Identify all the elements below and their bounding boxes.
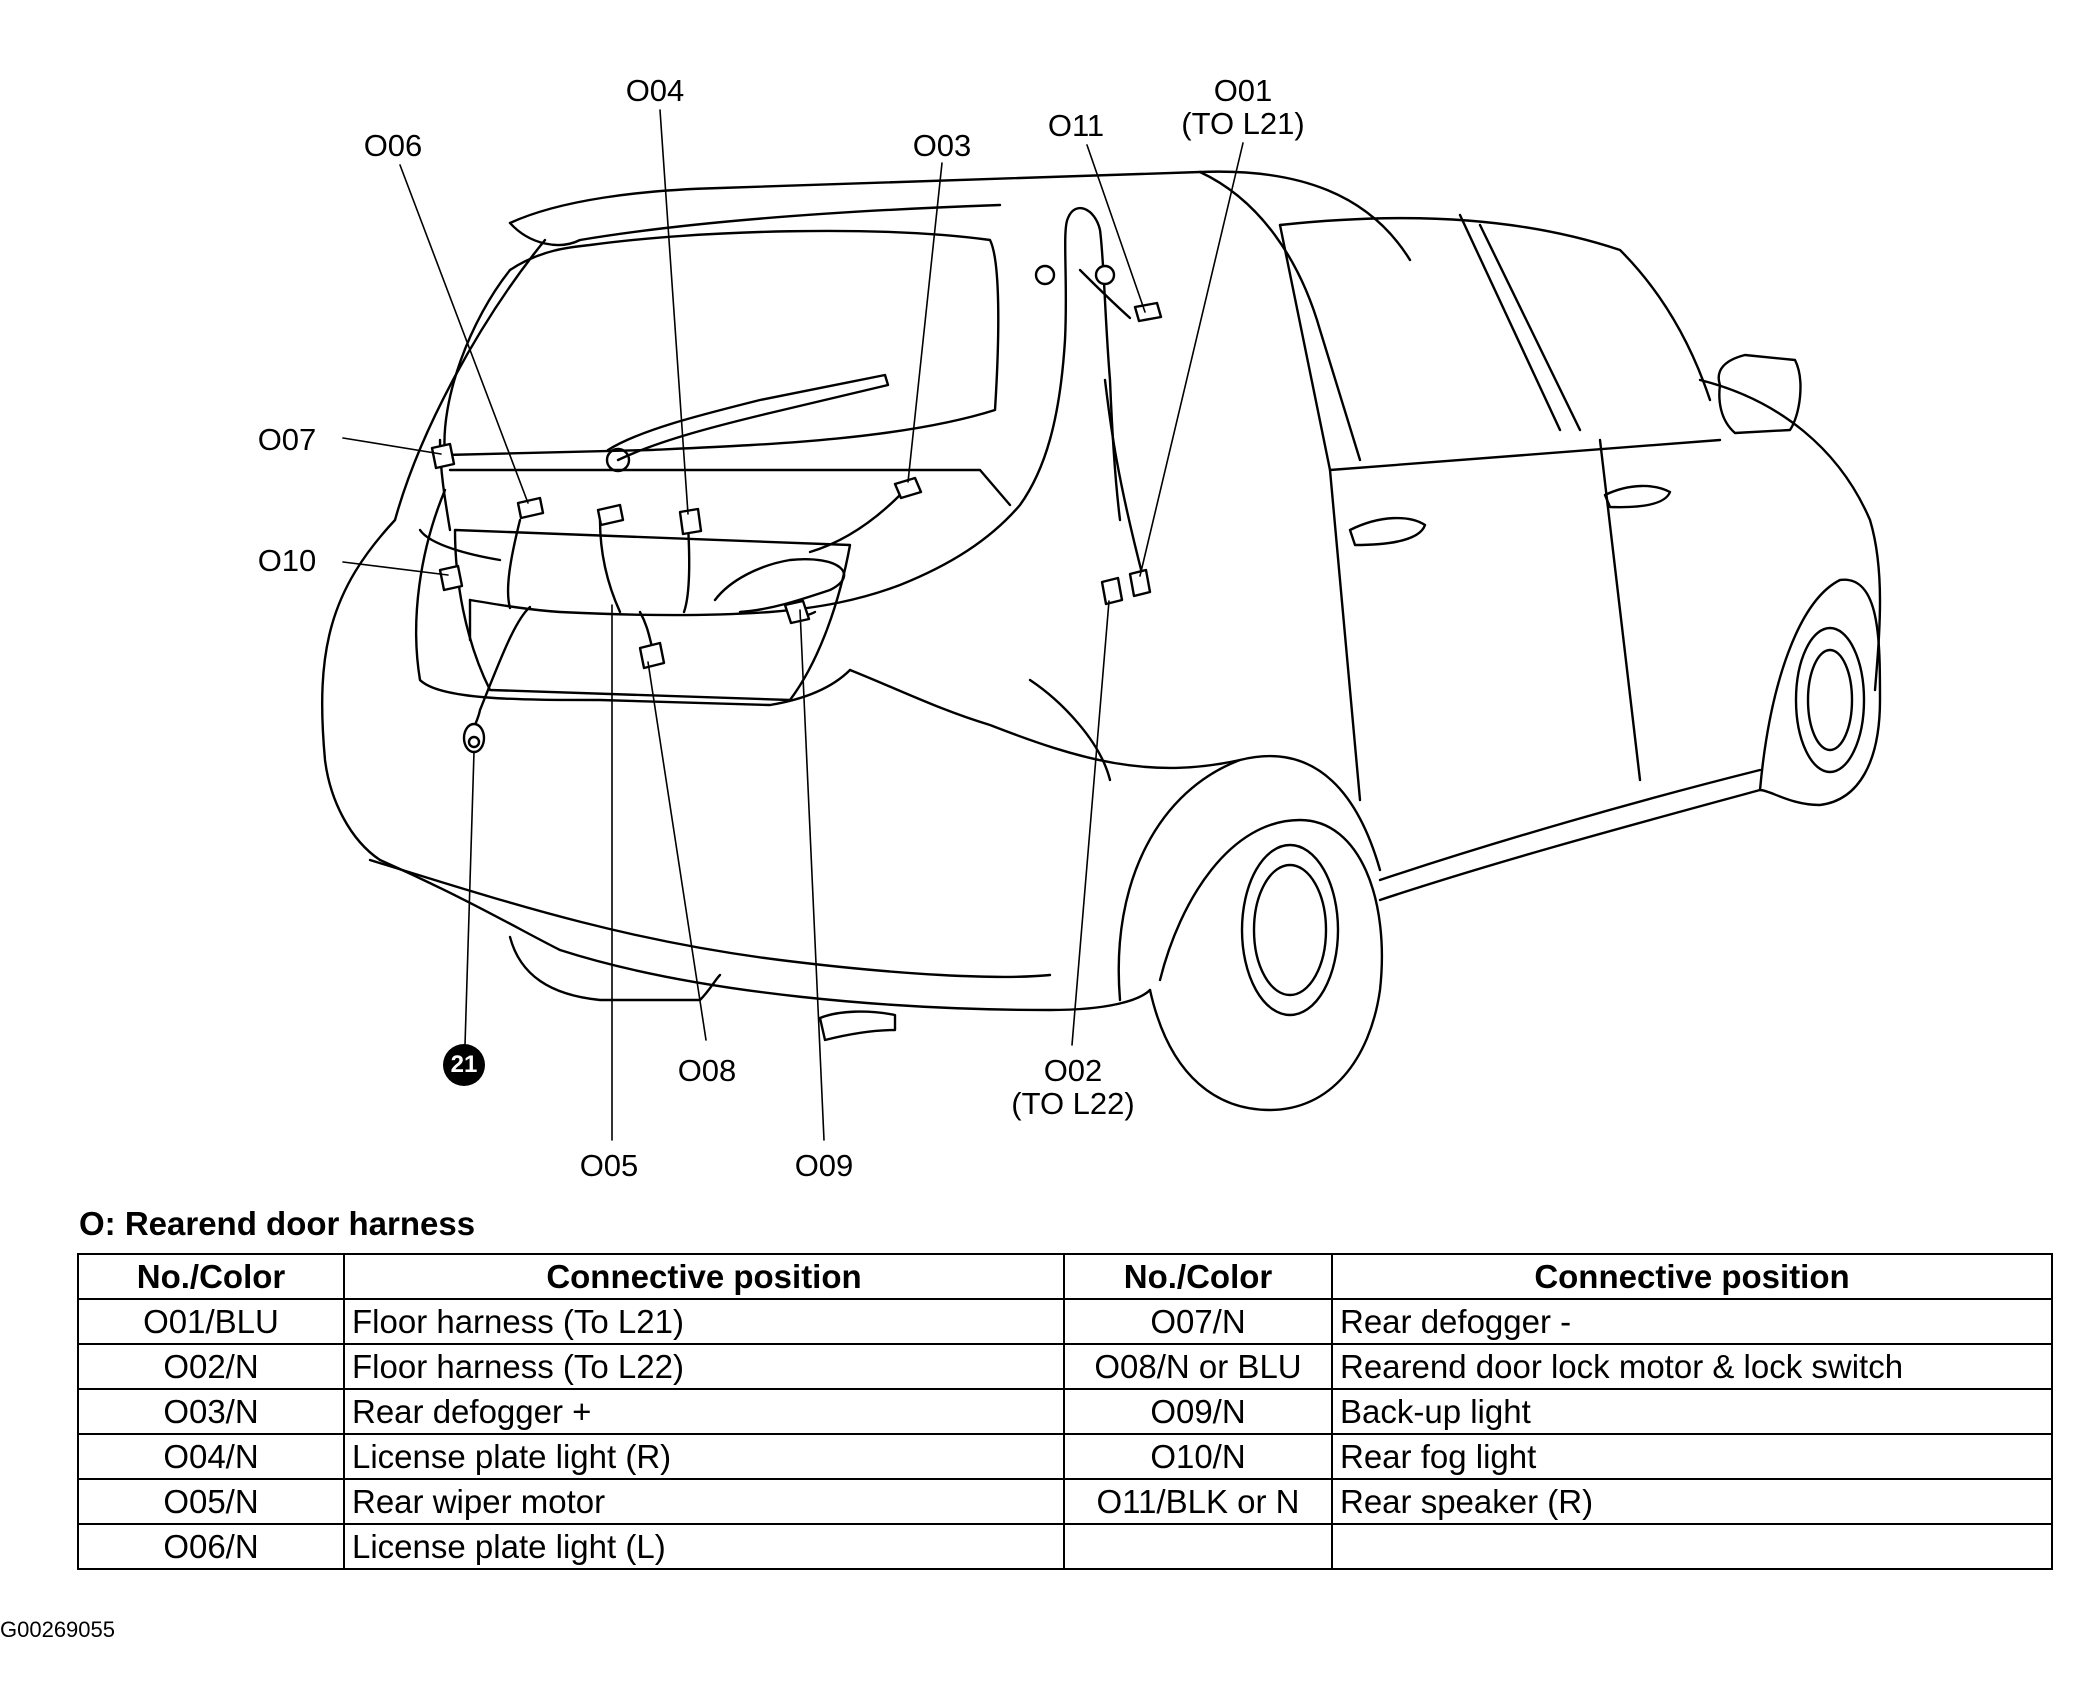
cell-position: Rear defogger - xyxy=(1331,1298,2053,1345)
callout-o09: O09 xyxy=(795,1150,854,1181)
callout-o01: O01 (TO L21) xyxy=(1181,75,1304,139)
ground-point-label: 21 xyxy=(450,1051,478,1078)
cell-no-color: O06/N xyxy=(77,1523,345,1570)
harness-connectors xyxy=(430,264,1163,754)
callout-o11-label: O11 xyxy=(1047,108,1105,143)
callout-o05-label: O05 xyxy=(579,1148,639,1183)
callout-o11: O11 xyxy=(1048,110,1104,141)
harness-table-title: O: Rearend door harness xyxy=(79,1205,476,1242)
cell-position: Floor harness (To L22) xyxy=(343,1343,1065,1390)
callout-o01-label: O01 xyxy=(1213,73,1273,108)
callout-o03-label: O03 xyxy=(912,128,972,163)
callout-o10-label: O10 xyxy=(257,543,317,578)
cell-no-color: O01/BLU xyxy=(77,1298,345,1345)
callout-o07: O07 xyxy=(258,424,317,455)
cell-no-color: O05/N xyxy=(77,1478,345,1525)
callout-o06-label: O06 xyxy=(363,128,423,163)
callout-o04-label: O04 xyxy=(625,73,685,108)
cell-position: Rear wiper motor xyxy=(343,1478,1065,1525)
cell-no-color: O02/N xyxy=(77,1343,345,1390)
cell-no-color: O11/BLK or N xyxy=(1063,1478,1333,1525)
cell-position: Floor harness (To L21) xyxy=(343,1298,1065,1345)
callout-o08-label: O08 xyxy=(677,1053,737,1088)
cell-position: License plate light (L) xyxy=(343,1523,1065,1570)
cell-no-color: O08/N or BLU xyxy=(1063,1343,1333,1390)
connector-table: No./Color Connective position No./Color … xyxy=(77,1253,2053,1570)
table-row: O06/N License plate light (L) xyxy=(77,1523,2053,1570)
table-row: O02/N Floor harness (To L22) O08/N or BL… xyxy=(77,1343,2053,1390)
callout-o01-sub: (TO L21) xyxy=(1181,106,1305,141)
callout-o08: O08 xyxy=(678,1055,737,1086)
harness-diagram: O01 (TO L21) O11 O04 O03 O06 O07 O10 O08… xyxy=(258,75,1882,1181)
ground-point-badge: 21 xyxy=(443,1044,485,1086)
cell-position xyxy=(1331,1523,2053,1570)
vehicle-body-outline xyxy=(320,170,1882,1112)
col-header-no-color-right: No./Color xyxy=(1063,1253,1333,1300)
vehicle-illustration xyxy=(320,109,1882,1141)
cell-position: Rearend door lock motor & lock switch xyxy=(1331,1343,2053,1390)
callout-o09-label: O09 xyxy=(794,1148,854,1183)
cell-position: Rear speaker (R) xyxy=(1331,1478,2053,1525)
callout-o02: O02 (TO L22) xyxy=(1011,1055,1134,1119)
cell-no-color: O04/N xyxy=(77,1433,345,1480)
callout-o03: O03 xyxy=(913,130,972,161)
cell-position: Back-up light xyxy=(1331,1388,2053,1435)
figure-id: G00269055 xyxy=(0,1617,115,1642)
table-row: O04/N License plate light (R) O10/N Rear… xyxy=(77,1433,2053,1480)
table-header-row: No./Color Connective position No./Color … xyxy=(77,1253,2053,1300)
cell-no-color: O03/N xyxy=(77,1388,345,1435)
table-row: O03/N Rear defogger + O09/N Back-up ligh… xyxy=(77,1388,2053,1435)
callout-o07-label: O07 xyxy=(257,422,317,457)
col-header-position-left: Connective position xyxy=(343,1253,1065,1300)
cell-no-color: O07/N xyxy=(1063,1298,1333,1345)
callout-o06: O06 xyxy=(364,130,423,161)
callout-o02-sub: (TO L22) xyxy=(1011,1086,1135,1121)
col-header-position-right: Connective position xyxy=(1331,1253,2053,1300)
cell-no-color: O10/N xyxy=(1063,1433,1333,1480)
callout-o04: O04 xyxy=(626,75,685,106)
table-row: O05/N Rear wiper motor O11/BLK or N Rear… xyxy=(77,1478,2053,1525)
callout-o02-label: O02 xyxy=(1043,1053,1103,1088)
callout-o10: O10 xyxy=(258,545,317,576)
cell-no-color xyxy=(1063,1523,1333,1570)
callout-o05: O05 xyxy=(580,1150,639,1181)
cell-position: Rear fog light xyxy=(1331,1433,2053,1480)
cell-position: License plate light (R) xyxy=(343,1433,1065,1480)
col-header-no-color-left: No./Color xyxy=(77,1253,345,1300)
cell-position: Rear defogger + xyxy=(343,1388,1065,1435)
leader-lines xyxy=(342,109,1244,1141)
table-row: O01/BLU Floor harness (To L21) O07/N Rea… xyxy=(77,1298,2053,1345)
cell-no-color: O09/N xyxy=(1063,1388,1333,1435)
